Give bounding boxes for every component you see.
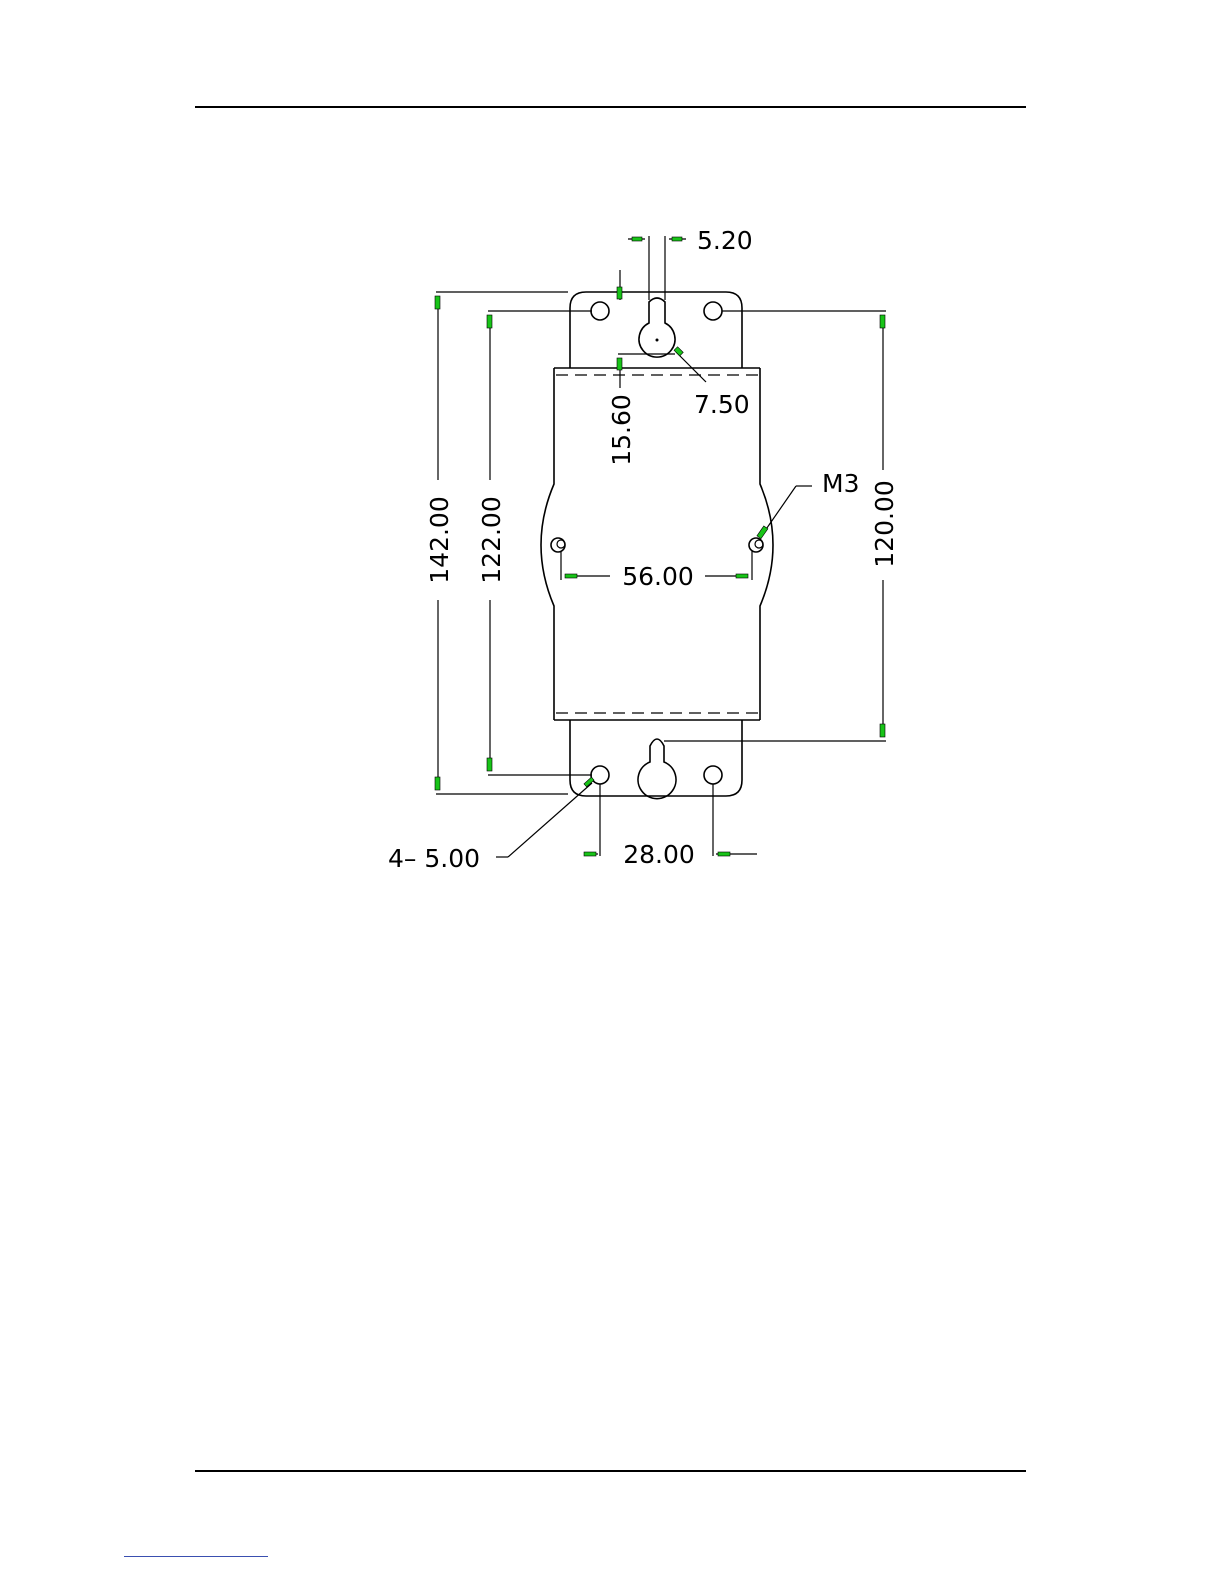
- keyhole-bottom: [638, 739, 676, 799]
- footer-link-underline: [124, 1556, 268, 1557]
- body-left-side: [541, 368, 554, 720]
- label-side-hole-spacing: 56.00: [622, 562, 694, 591]
- dim-keyhole-diameter-leader: [674, 347, 706, 382]
- bottom-tab-outline: [570, 720, 742, 796]
- dim-hole-callout-leader: [496, 777, 594, 857]
- label-mount-hole-spacing: 28.00: [623, 840, 695, 869]
- dim-keyhole-width: [628, 236, 686, 300]
- dim-thread-leader: [757, 486, 812, 539]
- footer-rule: [195, 1470, 1026, 1472]
- dim-keyhole-depth: [617, 270, 675, 388]
- label-hole-callout: 4– 5.00: [388, 844, 480, 873]
- hole-bottom-left: [591, 766, 609, 784]
- label-keyhole-width: 5.20: [697, 226, 753, 255]
- label-overall-height: 142.00: [425, 496, 454, 583]
- keyhole-top: [639, 298, 675, 357]
- label-keyhole-depth: 15.60: [607, 394, 636, 466]
- m3-hole-right-inner: [755, 540, 763, 548]
- keyhole-top-center: [656, 339, 659, 342]
- body-right-side: [760, 368, 773, 720]
- hole-top-right: [704, 302, 722, 320]
- m3-hole-left-inner: [557, 540, 565, 548]
- mount-holes: [551, 298, 763, 799]
- label-keyhole-spacing-vertical: 120.00: [870, 480, 899, 567]
- label-keyhole-diameter: 7.50: [694, 390, 750, 419]
- hole-top-left: [591, 302, 609, 320]
- bracket-outline: [541, 292, 773, 796]
- label-hole-spacing-vertical: 122.00: [477, 496, 506, 583]
- hole-bottom-right: [704, 766, 722, 784]
- label-thread-callout: M3: [822, 469, 859, 498]
